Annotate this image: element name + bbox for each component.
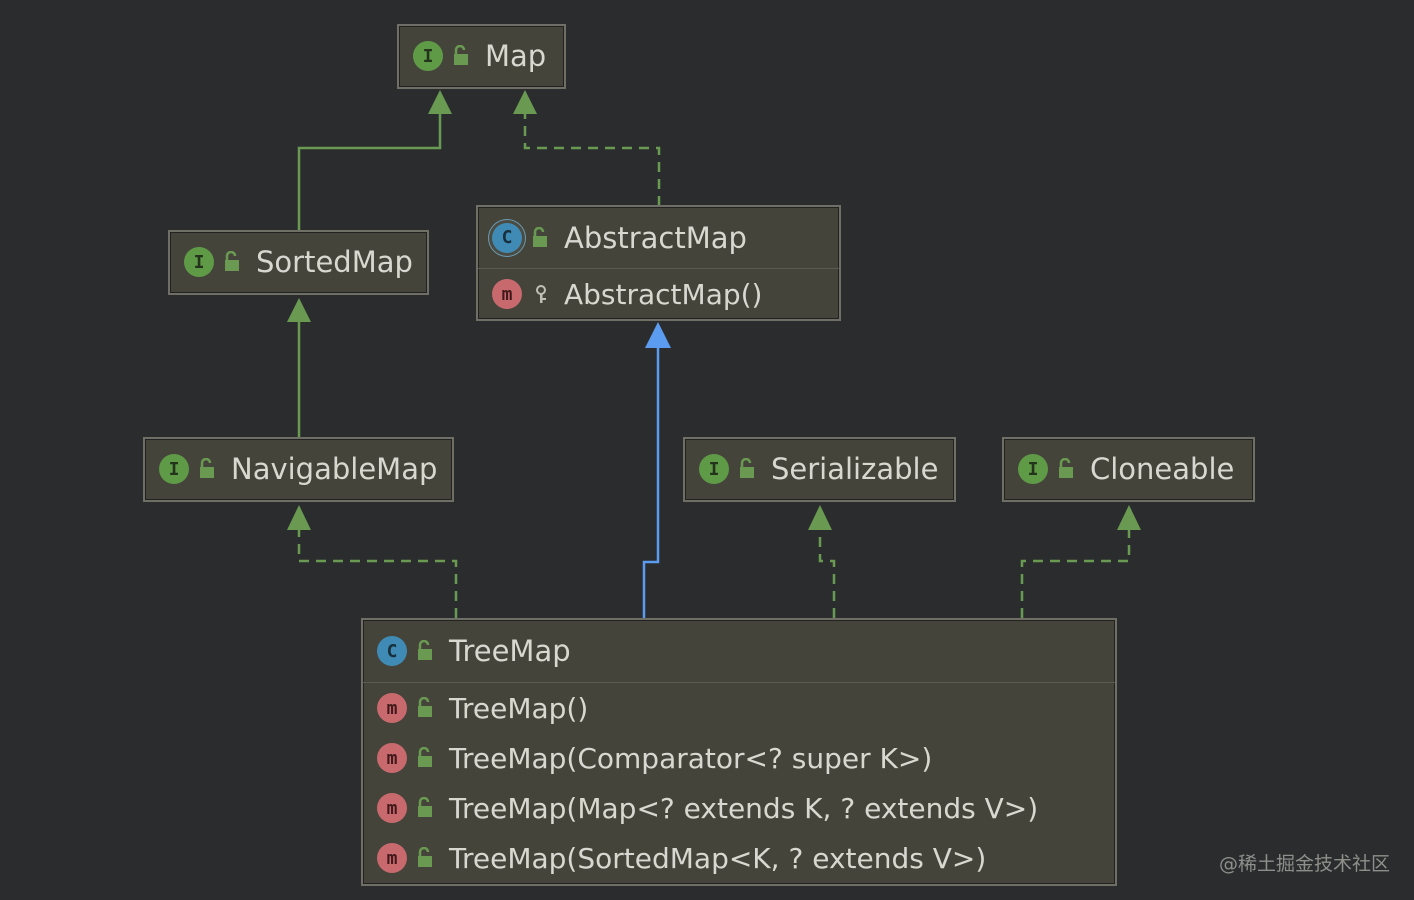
- public-visibility-icon: [451, 45, 473, 67]
- public-visibility-icon: [415, 847, 437, 869]
- member-row[interactable]: m TreeMap(SortedMap<K, ? extends V>): [363, 833, 1115, 883]
- edge-treemap-cloneable: [1020, 528, 1131, 618]
- node-map[interactable]: I Map: [397, 24, 566, 89]
- method-icon: m: [492, 279, 522, 309]
- node-map-name: Map: [485, 39, 547, 73]
- member-row[interactable]: m AbstractMap(): [478, 269, 839, 319]
- arrowhead-navigablemap-sortedmap: [287, 298, 311, 322]
- public-visibility-icon: [1056, 458, 1078, 480]
- node-navigablemap[interactable]: I NavigableMap: [143, 437, 454, 502]
- node-navigablemap-name: NavigableMap: [231, 452, 438, 486]
- watermark: @稀土掘金技术社区: [1218, 853, 1390, 875]
- class-icon: C: [377, 636, 407, 666]
- node-serializable[interactable]: I Serializable: [683, 437, 956, 502]
- edge-sortedmap-map: [297, 110, 442, 230]
- protected-visibility-icon: [530, 283, 552, 305]
- arrowhead-treemap-cloneable: [1117, 505, 1141, 530]
- method-icon: m: [377, 693, 407, 723]
- node-navigablemap-header: I NavigableMap: [145, 439, 452, 499]
- method-icon: m: [377, 843, 407, 873]
- node-treemap-name: TreeMap: [449, 634, 571, 668]
- node-sortedmap-name: SortedMap: [256, 245, 413, 279]
- public-visibility-icon: [415, 697, 437, 719]
- node-treemap-header: C TreeMap: [363, 620, 1115, 683]
- method-icon: m: [377, 793, 407, 823]
- edge-treemap-serializable: [818, 528, 836, 618]
- member-label: TreeMap(): [449, 691, 589, 725]
- member-row[interactable]: m TreeMap(): [363, 683, 1115, 733]
- arrowhead-treemap-serializable: [808, 505, 832, 530]
- public-visibility-icon: [415, 640, 437, 662]
- node-treemap[interactable]: C TreeMap m TreeMap() m TreeMap(Comparat…: [361, 618, 1117, 886]
- interface-icon: I: [159, 454, 189, 484]
- member-label: TreeMap(Comparator<? super K>): [449, 741, 933, 775]
- method-icon: m: [377, 743, 407, 773]
- arrowhead-treemap-navigablemap: [287, 505, 311, 530]
- public-visibility-icon: [737, 458, 759, 480]
- edge-abstractmap-map: [523, 110, 661, 206]
- arrowhead-abstractmap-map: [513, 90, 537, 114]
- node-abstractmap[interactable]: C AbstractMap m AbstractMap(): [476, 205, 841, 321]
- abstract-class-icon: C: [492, 222, 522, 253]
- interface-icon: I: [1018, 454, 1048, 484]
- public-visibility-icon: [530, 226, 552, 249]
- node-cloneable[interactable]: I Cloneable: [1002, 437, 1255, 502]
- node-sortedmap-header: I SortedMap: [170, 232, 427, 292]
- public-visibility-icon: [415, 747, 437, 769]
- member-label: TreeMap(Map<? extends K, ? extends V>): [449, 791, 1039, 825]
- node-serializable-header: I Serializable: [685, 439, 954, 499]
- edge-treemap-navigablemap: [297, 528, 458, 618]
- node-sortedmap[interactable]: I SortedMap: [168, 230, 429, 295]
- node-cloneable-name: Cloneable: [1090, 452, 1235, 486]
- interface-icon: I: [699, 454, 729, 484]
- node-abstractmap-name: AbstractMap: [564, 220, 747, 255]
- public-visibility-icon: [222, 251, 244, 273]
- interface-icon: I: [184, 247, 214, 277]
- node-serializable-name: Serializable: [771, 452, 939, 486]
- node-abstractmap-header: C AbstractMap: [478, 207, 839, 269]
- edge-treemap-abstractmap: [642, 346, 660, 618]
- member-row[interactable]: m TreeMap(Map<? extends K, ? extends V>): [363, 783, 1115, 833]
- member-label: AbstractMap(): [564, 277, 763, 311]
- arrowhead-treemap-abstractmap: [645, 322, 671, 348]
- member-row[interactable]: m TreeMap(Comparator<? super K>): [363, 733, 1115, 783]
- node-map-header: I Map: [399, 26, 564, 86]
- arrowhead-sortedmap-map: [428, 90, 452, 114]
- interface-icon: I: [413, 41, 443, 71]
- member-label: TreeMap(SortedMap<K, ? extends V>): [449, 841, 987, 875]
- node-cloneable-header: I Cloneable: [1004, 439, 1253, 499]
- public-visibility-icon: [197, 458, 219, 480]
- public-visibility-icon: [415, 797, 437, 819]
